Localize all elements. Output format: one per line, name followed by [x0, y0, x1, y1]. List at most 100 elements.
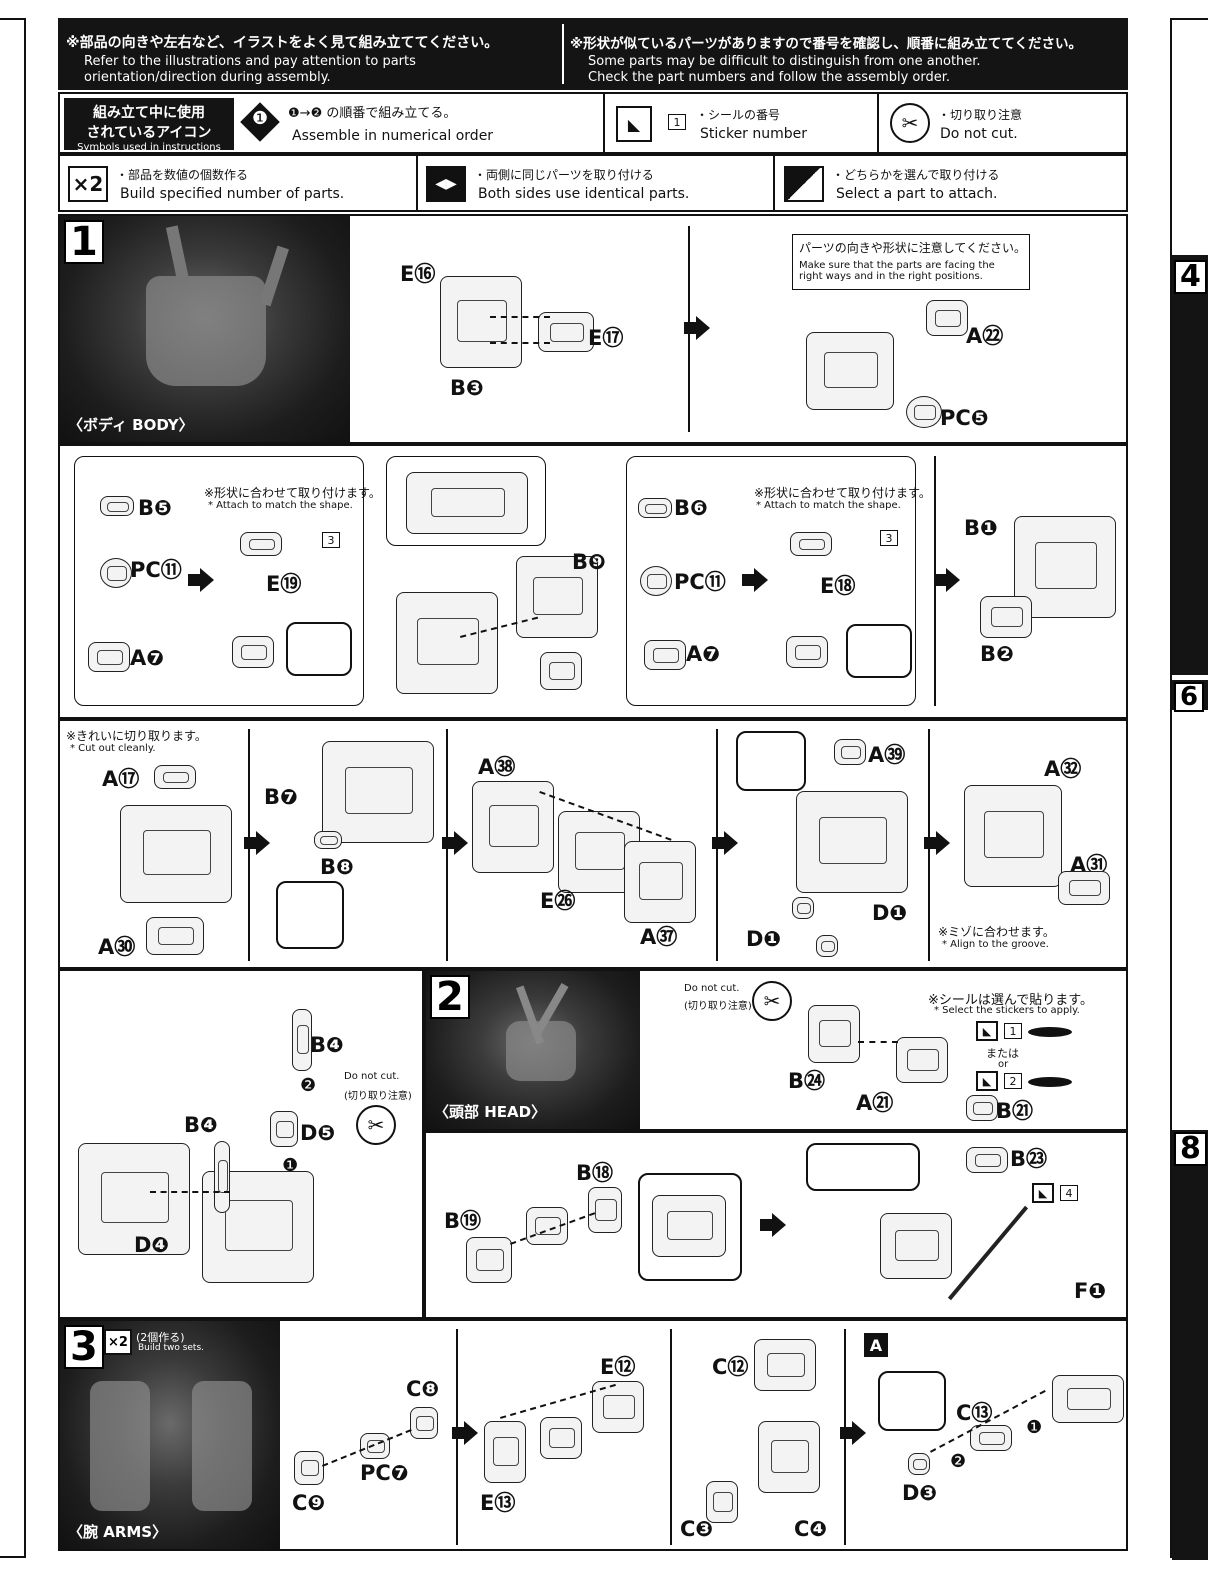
legend-row-2: ×2 ・部品を数値の個数作る Build specified number of…: [58, 154, 1128, 212]
part-label: D❹: [134, 1233, 170, 1257]
multiply-two-icon: ×2: [104, 1329, 132, 1355]
header-left-en: Refer to the illustrations and pay atten…: [84, 54, 416, 69]
sticker-number-icon: 1: [668, 114, 686, 130]
number-2-icon: ❷: [950, 1451, 967, 1472]
no-cut-icon: ✂: [752, 981, 792, 1021]
sticker-icon: ◣: [976, 1021, 998, 1041]
body-part-illustration: [624, 841, 696, 923]
number-2-icon: ❷: [310, 106, 323, 121]
part-label: D❶: [746, 927, 782, 951]
body-part-illustration: [516, 556, 598, 638]
no-cut-icon: ✂: [356, 1105, 396, 1145]
part-illustration: [88, 642, 130, 672]
legend-identical-jp: ・両側に同じパーツを取り付ける: [474, 168, 654, 182]
next-arrow: [742, 568, 768, 592]
part-label: E⑬: [480, 1491, 516, 1515]
part-illustration: [816, 935, 838, 957]
part-illustration: [754, 1339, 816, 1391]
part-label: B❹: [184, 1113, 218, 1137]
next-arrow: [840, 1421, 866, 1445]
part-illustration: [980, 596, 1032, 638]
part-label: B❽: [320, 855, 354, 879]
detail-callout: [806, 1143, 920, 1191]
step-label: 〈頭部 HEAD〉: [434, 1103, 547, 1121]
legend-order: ❶→❷ の順番で組み立てる。: [288, 106, 457, 121]
next-arrow: [760, 1213, 786, 1237]
part-label: A㊳: [478, 755, 516, 779]
part-illustration: [758, 1421, 820, 1493]
legend-nocut-jp: ・切り取り注意: [938, 108, 1023, 122]
attach-note-en: * Attach to match the shape.: [208, 500, 353, 511]
part-label: E⑲: [266, 572, 302, 596]
part-illustration: [540, 1417, 582, 1459]
step-label: 〈ボディ BODY〉: [68, 416, 194, 434]
part-illustration: [466, 1237, 512, 1283]
legend-title-box: 組み立て中に使用 されているアイコン Symbols used in instr…: [64, 98, 234, 153]
legend-select-en: Select a part to attach.: [836, 186, 998, 202]
part-illustration: [906, 396, 942, 428]
number-1-icon: ❶: [282, 1155, 299, 1176]
step1-row4: B❹ ❷ Do not cut. (切り取り注意) ✂ D❺ ❶ B❹ D❹: [58, 969, 424, 1319]
legend-multi-jp: ・部品を数値の個数作る: [116, 168, 249, 182]
step-number: 2: [430, 975, 470, 1019]
detail-callout: [276, 881, 344, 949]
subassembly-box: [626, 456, 916, 706]
identical-parts-icon: ◀▶: [426, 166, 466, 202]
number-1-icon: ❶: [251, 108, 269, 129]
attach-note-jp: ※形状に合わせて取り付けます。: [754, 486, 931, 500]
next-arrow: [244, 831, 270, 855]
sticker-icon: ◣: [1032, 1183, 1054, 1203]
part-label: PC❺: [940, 406, 989, 430]
body-part-illustration: [322, 741, 434, 843]
next-arrow: [934, 568, 960, 592]
caution-note-jp: パーツの向きや形状に注意してください。: [799, 241, 1027, 255]
donotcut-note-jp: (切り取り注意): [684, 1001, 752, 1012]
legend-row-1: 組み立て中に使用 されているアイコン Symbols used in instr…: [58, 92, 1128, 154]
part-illustration: [360, 1433, 390, 1459]
part-label: A㉜: [1044, 757, 1082, 781]
no-cut-icon: ✂: [890, 103, 930, 143]
part-label: F❶: [1074, 1279, 1107, 1303]
part-label: B❾: [572, 550, 606, 574]
part-label: B❹: [310, 1033, 344, 1057]
header-right-en: Check the part numbers and follow the as…: [588, 70, 951, 85]
legend-order-en: Assemble in numerical order: [292, 128, 494, 144]
or-note-jp: または: [986, 1047, 1019, 1060]
part-label: D❸: [902, 1481, 938, 1505]
part-illustration: [314, 831, 342, 849]
body-part-illustration: [440, 276, 522, 368]
next-arrow: [442, 831, 468, 855]
part-label: B⑱: [576, 1161, 614, 1185]
part-label: A㉒: [966, 324, 1004, 348]
right-step-number: 8: [1174, 1132, 1207, 1166]
header-banner: ※部品の向きや左右など、イラストをよく見て組み立ててください。 Refer to…: [58, 18, 1128, 90]
part-illustration: [880, 1213, 952, 1279]
cut-note-jp: ※きれいに切り取ります。: [66, 729, 207, 743]
detail-callout: [878, 1371, 946, 1431]
header-right-en: Some parts may be difficult to distingui…: [588, 54, 981, 69]
legend-sticker-en: Sticker number: [700, 126, 808, 142]
two-sets-note-en: Build two sets.: [138, 1343, 205, 1353]
groove-note-jp: ※ミゾに合わせます。: [938, 925, 1055, 939]
part-label: A㊲: [640, 925, 678, 949]
step-number: 1: [64, 220, 104, 264]
part-illustration: [146, 917, 204, 955]
next-arrow: [712, 831, 738, 855]
sticker-number-icon: 3: [322, 532, 340, 548]
body-part-illustration: [120, 805, 232, 903]
sticker-shape: [1028, 1077, 1072, 1087]
part-label: C❽: [406, 1377, 440, 1401]
part-illustration: [792, 897, 814, 919]
legend-title-en: Symbols used in instructions: [77, 142, 221, 153]
part-label: B❻: [674, 496, 708, 520]
part-illustration: [154, 765, 196, 789]
attach-note-jp: ※形状に合わせて取り付けます。: [204, 486, 381, 500]
attach-note-en: * Attach to match the shape.: [756, 500, 901, 511]
part-label: E⑱: [820, 574, 856, 598]
part-label: B㉑: [996, 1099, 1034, 1123]
part-label: PC⑪: [674, 570, 726, 594]
part-label: B❶: [964, 516, 998, 540]
detail-callout: [736, 731, 806, 791]
part-illustration: [270, 1111, 298, 1147]
sticker-number-icon: 2: [1004, 1073, 1022, 1089]
